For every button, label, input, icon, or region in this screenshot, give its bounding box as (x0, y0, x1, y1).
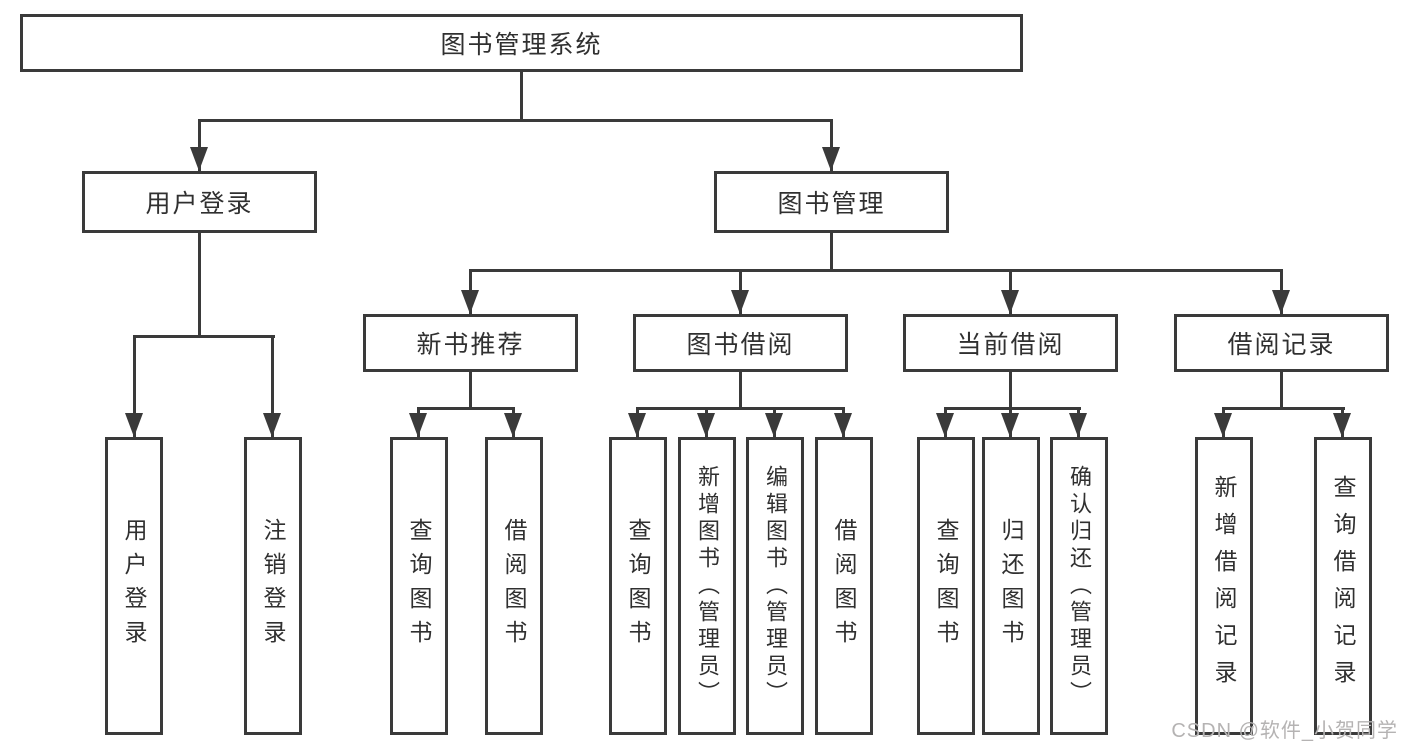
leaf-edit-book-admin: 编辑图书（管理员） (746, 437, 804, 735)
connector-user-login-hbar (133, 335, 275, 338)
arrowhead-leaf-user-login (125, 413, 143, 437)
connector-drop-leaf-user-login (133, 335, 136, 437)
connector-borrow-records-hbar (1222, 407, 1345, 410)
connector-root-stem (520, 72, 523, 119)
leaf-return-books: 归还图书 (982, 437, 1040, 735)
arrowhead-query-books-2 (628, 413, 646, 437)
node-book-management-label: 图书管理 (777, 190, 886, 218)
leaf-query-borrow-record-label: 查询借阅记录 (1330, 475, 1356, 697)
node-user-login: 用户登录 (82, 171, 317, 233)
leaf-user-login-label: 用户登录 (121, 518, 147, 654)
leaf-logout-login-label: 注销登录 (260, 518, 286, 654)
node-book-borrowing-label: 图书借阅 (686, 331, 795, 359)
leaf-query-borrow-record: 查询借阅记录 (1314, 437, 1372, 735)
arrowhead-query-record (1333, 413, 1351, 437)
watermark-text: CSDN @软件_小贺同学 (1171, 720, 1398, 742)
leaf-confirm-return-admin-label: 确认归还（管理员） (1067, 464, 1092, 708)
arrowhead-book-borrow (731, 290, 749, 314)
node-current-borrowing-label: 当前借阅 (956, 331, 1065, 359)
connector-new-book-hbar (417, 407, 515, 410)
connector-drop-book-management (830, 119, 833, 171)
arrowhead-confirm-return (1069, 413, 1087, 437)
leaf-query-books-borrow-label: 查询图书 (625, 518, 651, 654)
connector-borrow-records-stem (1280, 372, 1283, 407)
leaf-user-login: 用户登录 (105, 437, 163, 735)
arrowhead-borrow-records (1272, 290, 1290, 314)
leaf-query-books-newrec-label: 查询图书 (406, 518, 432, 654)
connector-level3-hbar (469, 269, 1283, 272)
node-new-book-recommendation-label: 新书推荐 (416, 331, 525, 359)
connector-current-borrow-hbar (944, 407, 1081, 410)
leaf-add-borrow-record-label: 新增借阅记录 (1211, 475, 1237, 697)
leaf-add-borrow-record: 新增借阅记录 (1195, 437, 1253, 735)
arrowhead-borrow-books-1 (504, 413, 522, 437)
leaf-borrow-books-newrec: 借阅图书 (485, 437, 543, 735)
arrowhead-return-books (1001, 413, 1019, 437)
node-current-borrowing: 当前借阅 (903, 314, 1118, 372)
leaf-add-book-admin: 新增图书（管理员） (678, 437, 736, 735)
node-library-management-system-label: 图书管理系统 (440, 31, 603, 59)
arrowhead-borrow-books-2 (834, 413, 852, 437)
arrowhead-new-book (461, 290, 479, 314)
leaf-borrow-books-borrow-label: 借阅图书 (831, 518, 857, 654)
connector-current-borrow-stem (1009, 372, 1012, 407)
node-borrow-records-label: 借阅记录 (1227, 331, 1336, 359)
node-borrow-records: 借阅记录 (1174, 314, 1389, 372)
arrowhead-user-login (190, 147, 208, 171)
arrowhead-leaf-logout (263, 413, 281, 437)
leaf-query-books-newrec: 查询图书 (390, 437, 448, 735)
arrowhead-current-borrow (1001, 290, 1019, 314)
node-new-book-recommendation: 新书推荐 (363, 314, 578, 372)
connector-user-login-stem (198, 233, 201, 335)
arrowhead-query-books-1 (409, 413, 427, 437)
connector-new-book-stem (469, 372, 472, 407)
leaf-query-books-current-label: 查询图书 (933, 518, 959, 654)
leaf-borrow-books-borrow: 借阅图书 (815, 437, 873, 735)
connector-drop-leaf-logout (271, 335, 274, 437)
leaf-query-books-current: 查询图书 (917, 437, 975, 735)
leaf-query-books-borrow: 查询图书 (609, 437, 667, 735)
arrowhead-book-management (822, 147, 840, 171)
leaf-add-book-admin-label: 新增图书（管理员） (695, 464, 720, 708)
connector-book-borrow-hbar (636, 407, 845, 410)
leaf-confirm-return-admin: 确认归还（管理员） (1050, 437, 1108, 735)
node-book-management: 图书管理 (714, 171, 949, 233)
arrowhead-edit-book (765, 413, 783, 437)
leaf-edit-book-admin-label: 编辑图书（管理员） (763, 464, 788, 708)
connector-book-borrow-stem (739, 372, 742, 407)
arrowhead-add-book (697, 413, 715, 437)
node-book-borrowing: 图书借阅 (633, 314, 848, 372)
leaf-return-books-label: 归还图书 (998, 518, 1024, 654)
node-library-management-system: 图书管理系统 (20, 14, 1023, 72)
node-user-login-label: 用户登录 (145, 190, 254, 218)
connector-level2-hbar (198, 119, 833, 122)
connector-book-management-stem (830, 233, 833, 269)
arrowhead-query-books-3 (936, 413, 954, 437)
arrowhead-add-record (1214, 413, 1232, 437)
connector-drop-user-login (198, 119, 201, 171)
leaf-logout-login: 注销登录 (244, 437, 302, 735)
leaf-borrow-books-newrec-label: 借阅图书 (501, 518, 527, 654)
